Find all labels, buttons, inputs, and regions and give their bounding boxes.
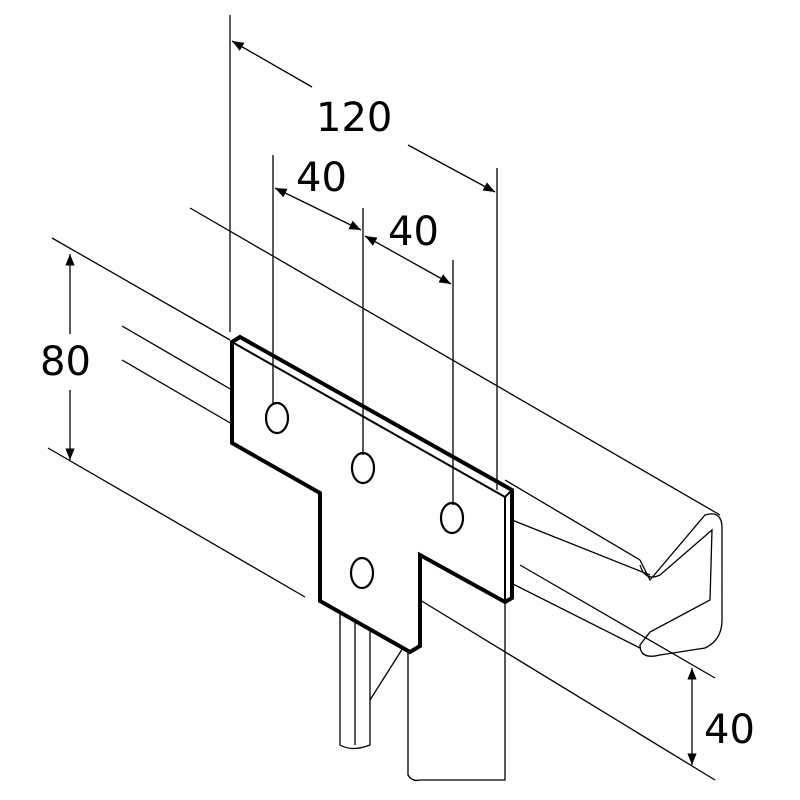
- channel-profile: [639, 513, 723, 657]
- dimension-label-hole-spacing-2: 40: [388, 209, 439, 255]
- channel-legs: [339, 600, 506, 782]
- dimension-lines: [65, 40, 697, 765]
- extension-lines: [229, 15, 498, 505]
- dimension-label-120: 120: [316, 95, 393, 141]
- dimension-label-channel-40: 40: [704, 707, 755, 753]
- t-plate: [230, 334, 514, 655]
- dimension-label-hole-spacing-1: 40: [296, 155, 347, 201]
- channel-lines: [47, 207, 721, 781]
- dimension-label-80: 80: [40, 339, 91, 385]
